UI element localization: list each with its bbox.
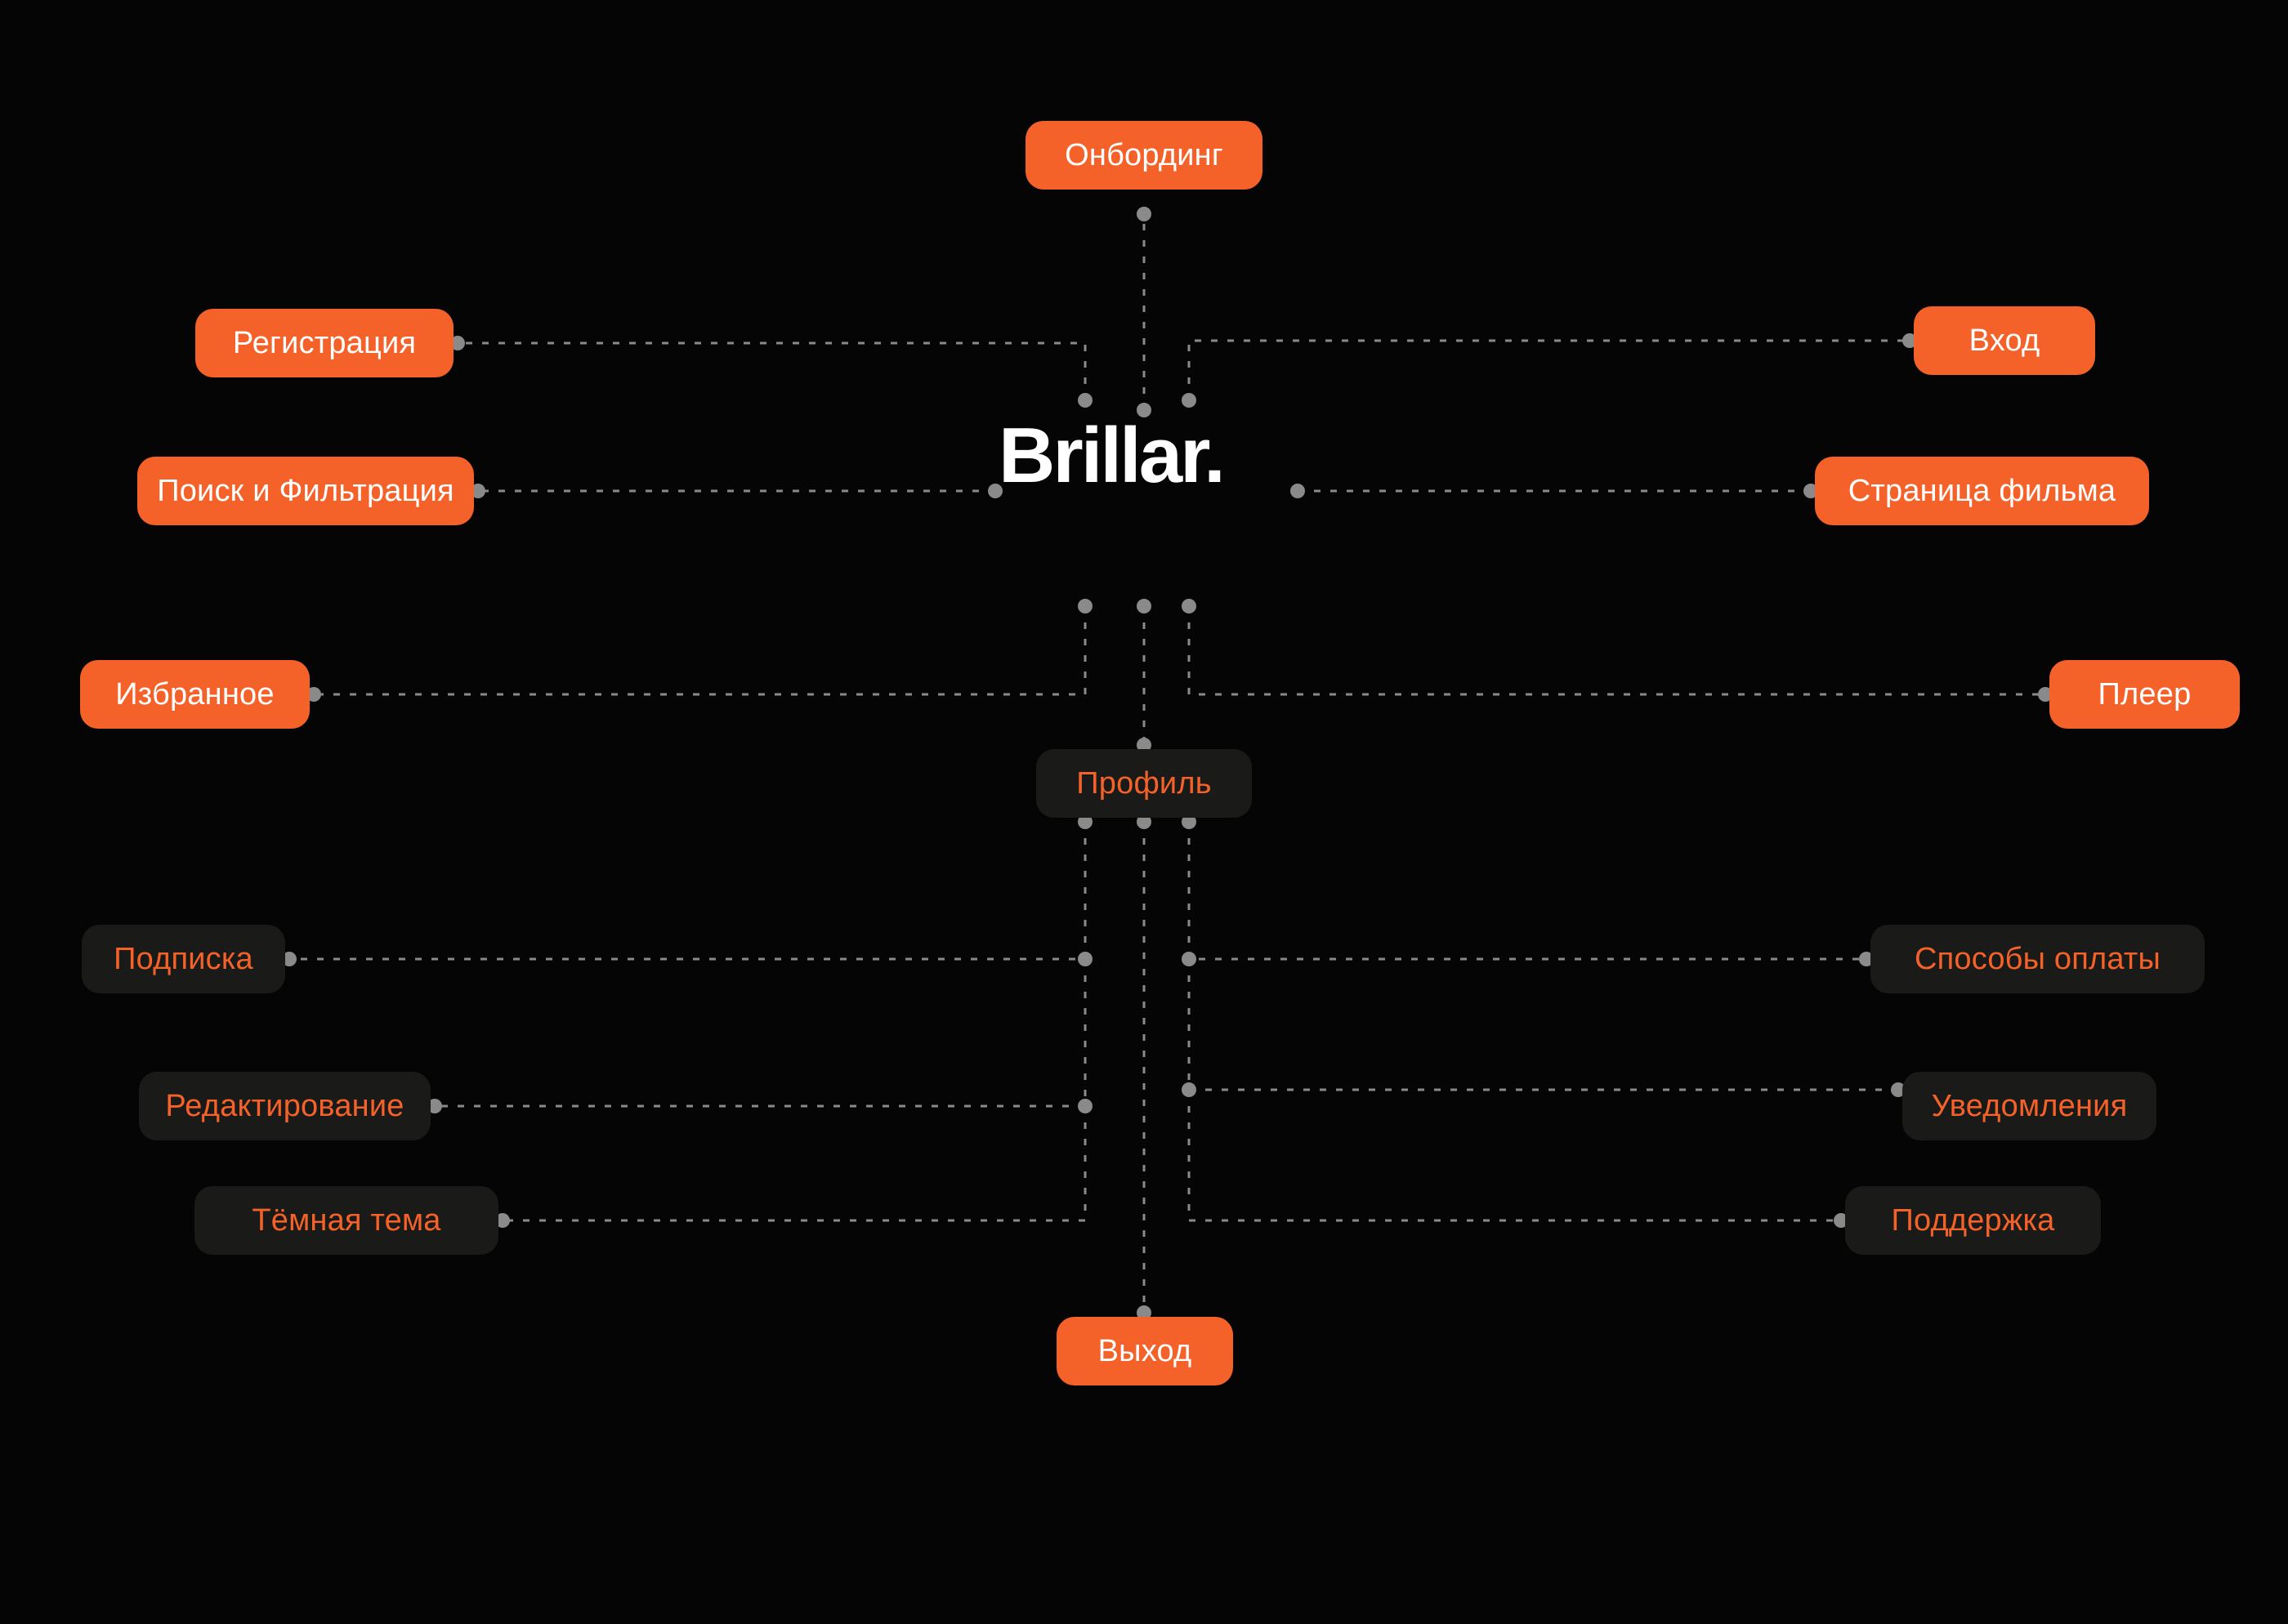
connection-endpoint-dot (1137, 207, 1151, 221)
node-payment-methods[interactable]: Способы оплаты (1870, 925, 2205, 993)
node-support[interactable]: Поддержка (1845, 1186, 2101, 1255)
node-notifications[interactable]: Уведомления (1902, 1072, 2156, 1140)
connection-profile-to-notifications (1187, 959, 1898, 1091)
connection-profile-to-support (1187, 1090, 1841, 1222)
node-label: Редактирование (165, 1088, 404, 1123)
node-profile[interactable]: Профиль (1036, 749, 1252, 818)
connection-endpoint-dot (1182, 1082, 1196, 1097)
node-label: Профиль (1076, 765, 1212, 801)
connection-endpoint-dot (1182, 952, 1196, 966)
connection-endpoint-dot (1078, 1099, 1093, 1113)
node-login[interactable]: Вход (1914, 306, 2095, 375)
node-editing[interactable]: Редактирование (139, 1072, 431, 1140)
connection-endpoint-dot (1290, 484, 1305, 498)
node-label: Вход (1968, 323, 2040, 358)
connection-profile-to-payment-methods (1187, 822, 1866, 961)
node-label: Способы оплаты (1914, 941, 2161, 976)
connection-endpoint-dot (1078, 952, 1093, 966)
connection-endpoint-dot (1182, 599, 1196, 613)
node-player[interactable]: Плеер (2049, 660, 2240, 729)
connection-endpoint-dot (1078, 393, 1093, 408)
connection-brand-to-player (1187, 606, 2045, 696)
node-registration[interactable]: Регистрация (195, 309, 454, 377)
node-onboarding[interactable]: Онбординг (1026, 121, 1262, 190)
node-movie-page[interactable]: Страница фильма (1815, 457, 2149, 525)
connection-brand-to-login (1187, 339, 1910, 400)
connection-brand-to-registration (458, 341, 1087, 400)
node-favorites[interactable]: Избранное (80, 660, 310, 729)
node-logout[interactable]: Выход (1057, 1317, 1233, 1385)
connection-profile-to-editing (435, 959, 1087, 1108)
connection-profile-to-subscription (289, 822, 1087, 961)
node-label: Уведомления (1931, 1088, 2128, 1123)
connection-endpoint-dot (1137, 599, 1151, 613)
node-label: Подписка (114, 941, 253, 976)
node-label: Избранное (115, 676, 275, 712)
node-label: Тёмная тема (252, 1202, 441, 1238)
brand-logo: Brillar. (999, 412, 1226, 499)
node-label: Плеер (2098, 676, 2192, 712)
connection-endpoint-dot (1182, 393, 1196, 408)
connection-profile-to-dark-theme (503, 1106, 1087, 1222)
node-subscription[interactable]: Подписка (82, 925, 285, 993)
node-label: Онбординг (1065, 137, 1223, 172)
node-search-filter[interactable]: Поиск и Фильтрация (137, 457, 474, 525)
node-dark-theme[interactable]: Тёмная тема (194, 1186, 498, 1255)
node-label: Регистрация (232, 325, 417, 360)
node-label: Поиск и Фильтрация (157, 473, 454, 508)
connection-endpoint-dot (1078, 599, 1093, 613)
node-label: Выход (1097, 1333, 1192, 1368)
connection-brand-to-favorites (314, 606, 1087, 696)
node-label: Страница фильма (1848, 473, 2116, 508)
node-label: Поддержка (1891, 1202, 2055, 1238)
